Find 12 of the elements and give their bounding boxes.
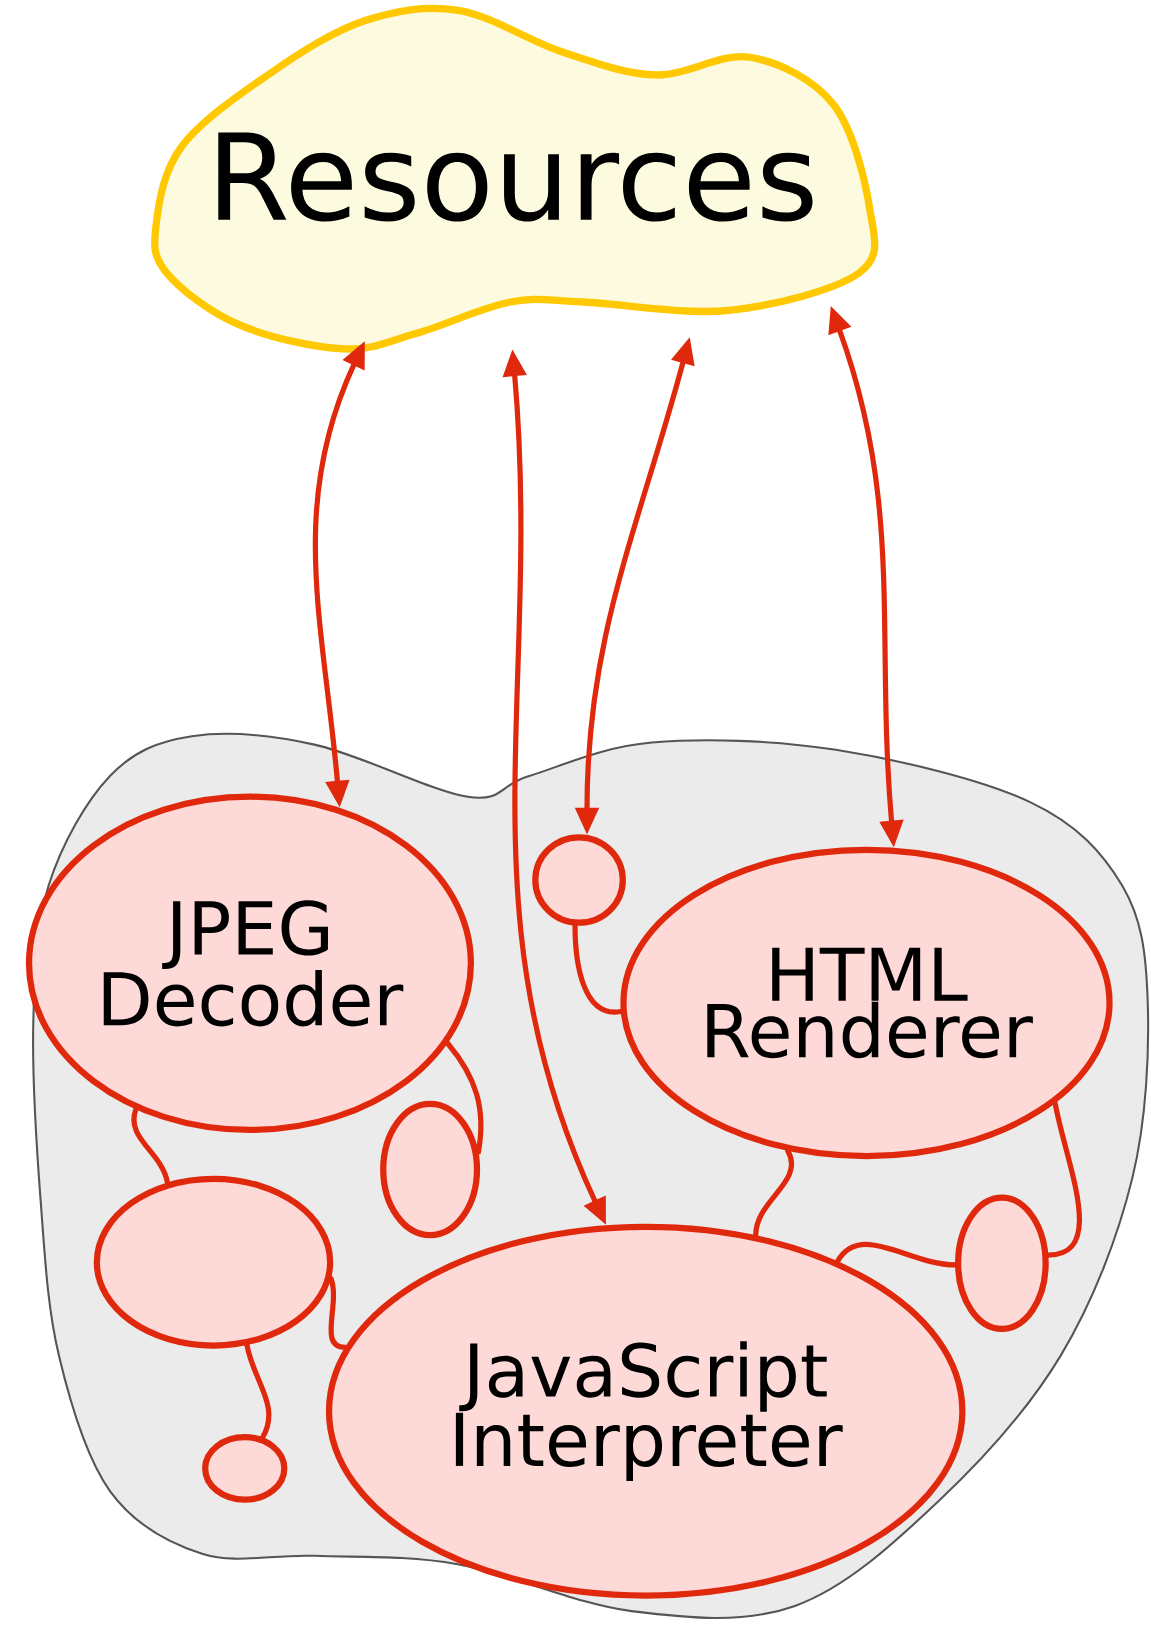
connector-line — [1045, 1100, 1083, 1258]
connector-line — [445, 1040, 484, 1155]
component-circle — [380, 1100, 481, 1239]
resources-cloud: Resources — [151, 4, 879, 353]
connector-line — [328, 1276, 348, 1350]
component-circle — [93, 1175, 334, 1349]
connector-line — [835, 1241, 958, 1268]
connector-line — [572, 923, 624, 1015]
connector-line — [131, 1106, 171, 1186]
component-circle — [955, 1194, 1049, 1332]
connector-line — [753, 1148, 795, 1238]
connector-line — [244, 1342, 272, 1440]
